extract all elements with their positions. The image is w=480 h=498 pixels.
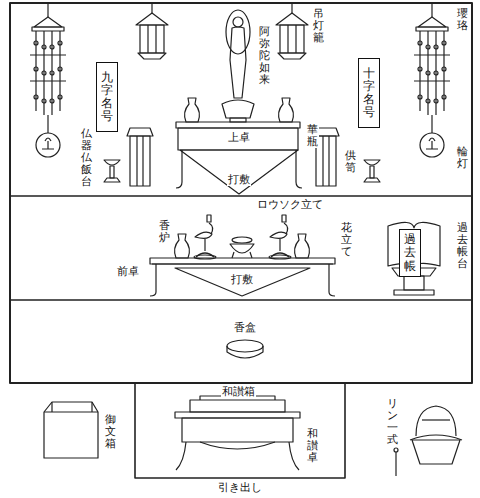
register-stand-label: 過去帳台: [456, 222, 469, 270]
incense-burner-label: 香炉: [158, 220, 171, 244]
name-plate: 十字名号: [358, 58, 380, 128]
front-table-label: 前卓: [116, 266, 140, 278]
buddha-label: 阿弥陀如来: [258, 26, 271, 86]
ring-lamp-label: 輪灯: [456, 146, 469, 170]
altar-cloth-label: 打敷: [227, 174, 251, 186]
table-label: 上卓: [227, 132, 251, 144]
hymn-box-label: 和讃箱: [221, 386, 256, 398]
letter-box-label: 御文箱: [104, 414, 117, 450]
name-plate: 九字名号: [96, 62, 118, 132]
offering-stand-label: 供笥: [344, 150, 357, 174]
name-plate: 過去帳: [399, 229, 421, 277]
ornament-label: 瓔珞: [456, 8, 469, 32]
incense-box-label: 香盒: [233, 322, 257, 334]
flower-vase-label: 花立て: [340, 222, 353, 258]
plate-text: 過去帳: [404, 233, 416, 273]
hymn-table-label: 和讃卓: [306, 428, 319, 464]
plate-text: 十字名号: [363, 67, 375, 120]
bell-set-label: リン一式: [386, 398, 399, 446]
plate-text: 九字名号: [101, 71, 113, 124]
drawer-label: 引き出し: [217, 482, 263, 494]
lantern-label: 吊灯籠: [312, 8, 325, 44]
vase-label: 華瓶: [306, 124, 319, 148]
rice-stand-label: 仏器仏飯台: [80, 128, 93, 188]
altar-cloth-label: 打敷: [230, 274, 254, 286]
candle-stand-label: ロウソク立て: [256, 199, 324, 211]
